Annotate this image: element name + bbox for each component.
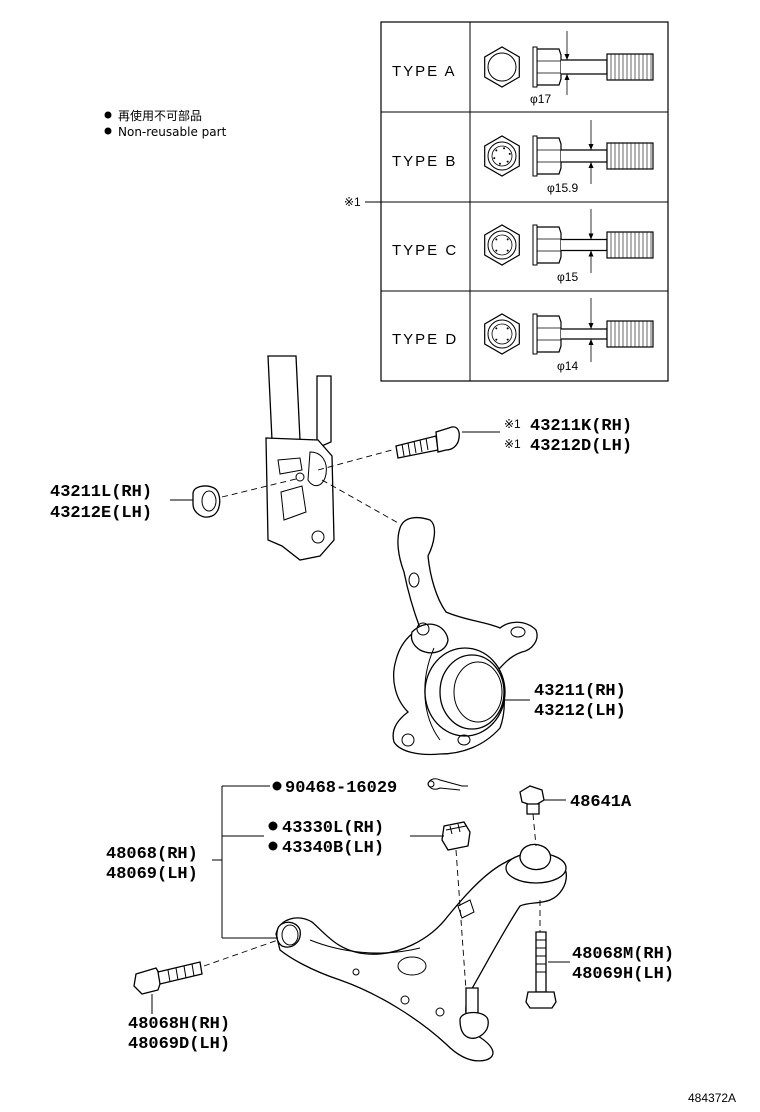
leader-lines xyxy=(151,431,570,1014)
non-reusable-dot-icon xyxy=(268,821,278,831)
part-number[interactable]: 43212(LH) xyxy=(534,702,626,721)
part-number[interactable]: 90468-16029 xyxy=(285,779,397,798)
part-number[interactable]: 48069H(LH) xyxy=(572,965,674,984)
part-number[interactable]: 48069(LH) xyxy=(106,865,198,884)
callout-knuckle: 43211(RH) 43212(LH) xyxy=(534,682,626,721)
type-d-diameter: φ14 xyxy=(557,359,578,373)
non-reusable-dot-icon xyxy=(104,111,112,119)
ball-joint-bolt xyxy=(519,785,545,815)
non-reusable-dot-icon xyxy=(272,781,282,791)
legend-jp: 再使用不可部品 xyxy=(118,108,202,123)
part-number[interactable]: 48068M(RH) xyxy=(572,945,674,964)
part-number[interactable]: 43211K(RH) xyxy=(530,417,632,436)
callout-castle-nut: 43330L(RH) 43340B(LH) xyxy=(268,819,384,858)
type-a-diameter: φ17 xyxy=(530,92,551,106)
type-b-diameter: φ15.9 xyxy=(547,181,578,195)
bolt-type-table: TYPE A TYPE B TYPE C TYPE D φ17 φ15.9 φ1… xyxy=(344,21,669,382)
assembly-lines xyxy=(203,449,541,991)
part-number[interactable]: 48069D(LH) xyxy=(128,1035,230,1054)
callout-arm: 48068(RH) 48069(LH) xyxy=(106,845,198,884)
type-b-bolt-icon xyxy=(484,120,654,184)
part-number[interactable]: 43211L(RH) xyxy=(50,483,152,502)
non-reusable-dot-icon xyxy=(268,841,278,851)
upper-bolt xyxy=(395,426,460,459)
type-d-bolt-icon xyxy=(484,298,654,362)
flange-nut-left xyxy=(192,485,221,518)
non-reusable-dot-icon xyxy=(104,127,112,135)
bolt-right xyxy=(525,931,557,1009)
type-c-label: TYPE C xyxy=(392,242,458,259)
legend: 再使用不可部品 Non-reusable part xyxy=(104,108,227,139)
cotter-pin xyxy=(427,778,463,791)
note-mark: ※1 xyxy=(504,437,521,451)
type-c-diameter: φ15 xyxy=(557,270,578,284)
callout-bolt-right: 48068M(RH) 48069H(LH) xyxy=(572,945,674,984)
part-number[interactable]: 43330L(RH) xyxy=(282,819,384,838)
note-mark: ※1 xyxy=(504,417,521,431)
part-number[interactable]: 43340B(LH) xyxy=(282,839,384,858)
type-a-bolt-icon xyxy=(484,31,654,95)
type-b-label: TYPE B xyxy=(392,153,457,170)
callout-bolt-left: 48068H(RH) 48069D(LH) xyxy=(128,1015,230,1054)
part-number[interactable]: 43211(RH) xyxy=(534,682,626,701)
part-number[interactable]: 43212D(LH) xyxy=(530,437,632,456)
bolt-left xyxy=(133,961,203,995)
diagram-reference-number: 484372A xyxy=(688,1091,736,1105)
type-c-bolt-icon xyxy=(484,209,654,273)
part-number[interactable]: 48068H(RH) xyxy=(128,1015,230,1034)
lower-control-arm xyxy=(275,843,567,1062)
part-number[interactable]: 43212E(LH) xyxy=(50,504,152,523)
part-number[interactable]: 48641A xyxy=(570,793,632,812)
steering-knuckle xyxy=(392,516,538,756)
type-d-label: TYPE D xyxy=(392,331,458,348)
type-a-label: TYPE A xyxy=(392,63,457,80)
callout-ball-joint-bolt: 48641A xyxy=(570,793,632,812)
callout-bolt-upper: ※1 43211K(RH) ※1 43212D(LH) xyxy=(504,417,632,456)
part-number[interactable]: 48068(RH) xyxy=(106,845,198,864)
legend-en: Non-reusable part xyxy=(118,125,227,139)
callout-nut-left: 43211L(RH) 43212E(LH) xyxy=(50,483,152,523)
castle-nut xyxy=(441,821,471,851)
callout-cotter-pin: 90468-16029 xyxy=(272,779,397,798)
note-mark-1: ※1 xyxy=(344,195,361,209)
strut-bracket xyxy=(265,355,335,561)
